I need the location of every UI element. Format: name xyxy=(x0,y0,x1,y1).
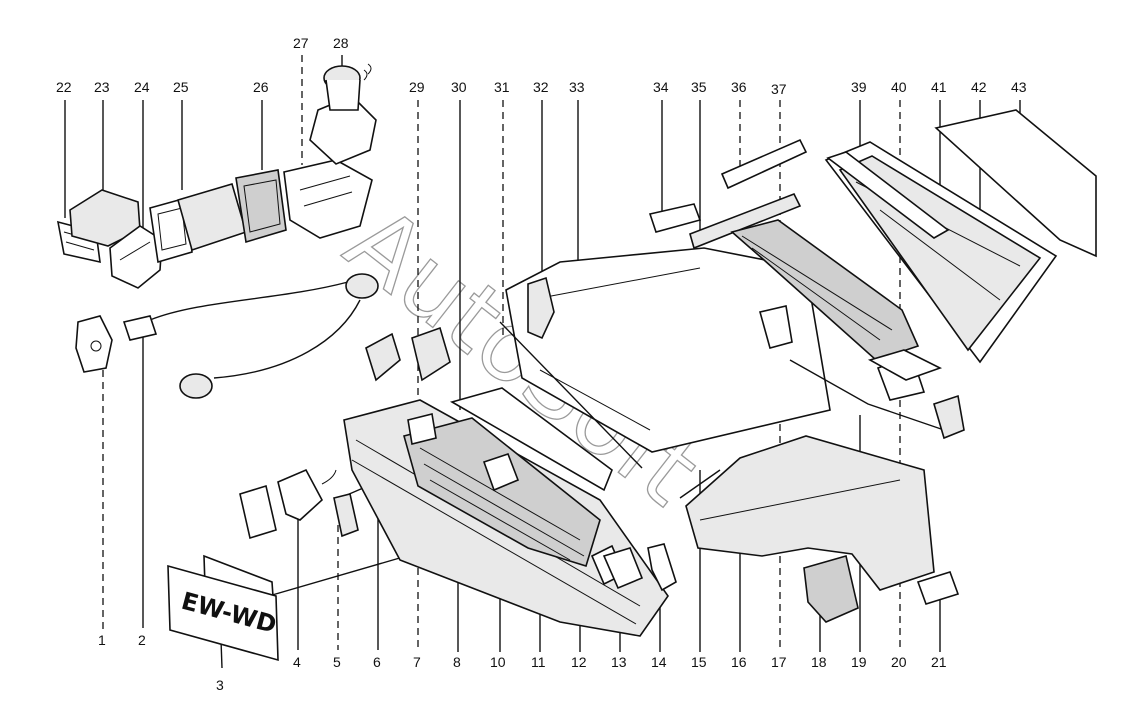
part-34-wiper-arm xyxy=(648,203,702,233)
callout-30: 30 xyxy=(451,79,467,95)
part-30-grille-strip xyxy=(449,387,613,492)
callout-41: 41 xyxy=(931,79,947,95)
part-18-mudflap xyxy=(803,554,859,623)
part-16-fender xyxy=(685,435,935,591)
callout-36: 36 xyxy=(731,79,747,95)
part-21-side-marker xyxy=(916,571,960,605)
callout-28: 28 xyxy=(333,35,349,51)
callout-17: 17 xyxy=(771,654,787,670)
callout-26: 26 xyxy=(253,79,269,95)
callout-25: 25 xyxy=(173,79,189,95)
callout-21: 21 xyxy=(931,654,947,670)
part-37-cowl-panel xyxy=(730,219,920,361)
part-19-cable xyxy=(789,359,945,431)
part-13-bracket xyxy=(602,547,644,590)
part-39-trim xyxy=(826,151,950,239)
callout-37: 37 xyxy=(771,81,787,97)
part-19-connector xyxy=(933,394,965,440)
callout-14: 14 xyxy=(651,654,667,670)
callout-29: 29 xyxy=(409,79,425,95)
callout-11: 11 xyxy=(531,654,546,670)
part-24-housing xyxy=(109,225,163,289)
part-28-motor xyxy=(309,63,377,165)
part-43-roof xyxy=(934,109,1097,258)
callout-7: 7 xyxy=(413,654,421,670)
part-11-grille xyxy=(403,417,601,568)
part-36-wiper-arm xyxy=(720,138,808,190)
part-27-mount xyxy=(283,159,373,239)
callout-27: 27 xyxy=(293,35,309,51)
part-2-cable-sensor xyxy=(122,273,379,399)
callout-16: 16 xyxy=(731,654,747,670)
part-35-wiper-blade xyxy=(689,192,802,250)
part-3-license-plate: EW-WD xyxy=(167,554,279,662)
part-32-latch xyxy=(527,276,555,340)
part-15-fender-edge xyxy=(679,469,721,499)
callout-35: 35 xyxy=(691,79,707,95)
callout-labels: 22 23 24 25 26 27 28 29 30 31 32 33 34 3… xyxy=(56,35,1027,693)
callout-31: 31 xyxy=(494,79,510,95)
callout-2: 2 xyxy=(138,632,146,648)
callout-15: 15 xyxy=(691,654,707,670)
part-4-lamp xyxy=(277,468,337,521)
callout-34: 34 xyxy=(653,79,669,95)
part-40-trim xyxy=(867,349,943,381)
callout-24: 24 xyxy=(134,79,150,95)
callout-40: 40 xyxy=(891,79,907,95)
callout-4: 4 xyxy=(293,654,301,670)
callout-42: 42 xyxy=(971,79,987,95)
part-29-bracket-pair xyxy=(365,326,451,382)
part-6-side-lamp xyxy=(239,484,277,540)
callout-43: 43 xyxy=(1011,79,1027,95)
part-10-emblem xyxy=(482,452,520,492)
callout-19: 19 xyxy=(851,654,867,670)
callout-3: 3 xyxy=(216,677,224,693)
callout-32: 32 xyxy=(533,79,549,95)
callout-20: 20 xyxy=(891,654,907,670)
callout-1: 1 xyxy=(98,632,106,648)
part-5-lens xyxy=(333,493,359,538)
callout-5: 5 xyxy=(333,654,341,670)
callout-8: 8 xyxy=(453,654,461,670)
callout-22: 22 xyxy=(56,79,72,95)
part-31-rod xyxy=(499,321,643,469)
part-17-hinge xyxy=(759,305,793,349)
part-26-headlamp xyxy=(177,169,287,252)
part-14-hook xyxy=(647,543,677,592)
callout-39: 39 xyxy=(851,79,867,95)
part-1-holder xyxy=(75,315,113,373)
callout-23: 23 xyxy=(94,79,110,95)
callout-10: 10 xyxy=(490,654,506,670)
callout-13: 13 xyxy=(611,654,627,670)
callout-12: 12 xyxy=(571,654,587,670)
callout-6: 6 xyxy=(373,654,381,670)
part-7-clip xyxy=(407,413,437,445)
callout-33: 33 xyxy=(569,79,585,95)
callout-18: 18 xyxy=(811,654,827,670)
part-33-hood xyxy=(505,247,831,453)
